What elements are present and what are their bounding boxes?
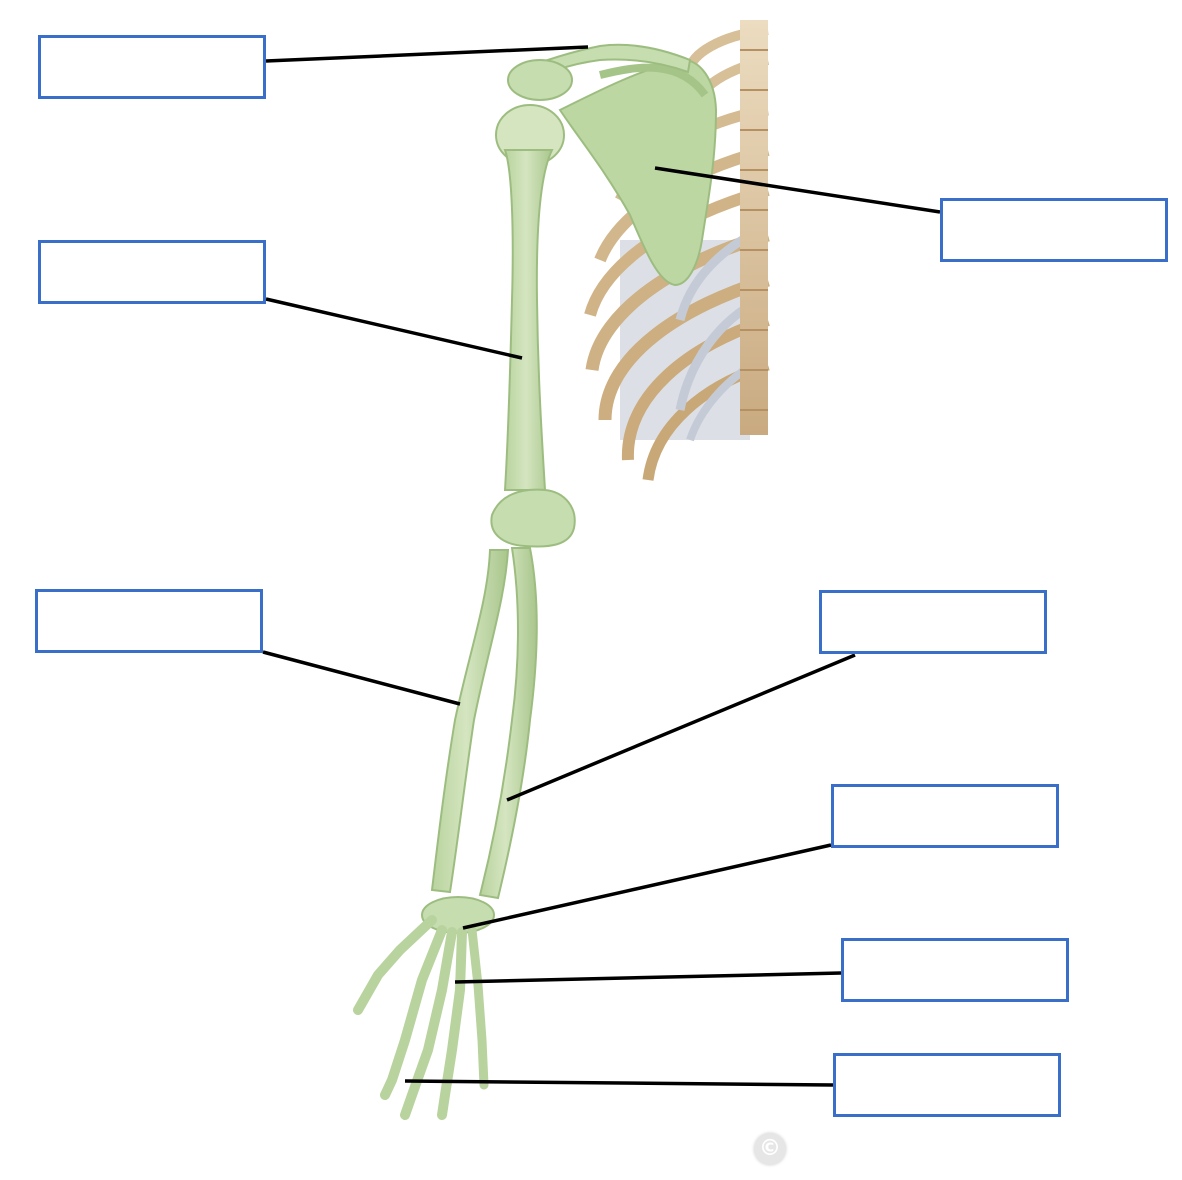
leader-line-clavicle bbox=[265, 45, 589, 63]
scapula-spine bbox=[599, 63, 709, 98]
acromion bbox=[507, 59, 573, 101]
radius-shape bbox=[430, 549, 510, 894]
leader-line-humerus bbox=[265, 297, 523, 360]
vertebrae-marks bbox=[740, 49, 768, 411]
leader-line-carpals bbox=[462, 843, 832, 930]
humerus-shape bbox=[503, 149, 554, 491]
label-box-scapula[interactable] bbox=[940, 198, 1168, 262]
label-box-clavicle[interactable] bbox=[38, 35, 266, 99]
leader-line-scapula bbox=[654, 166, 941, 214]
leader-line-phalanges bbox=[404, 1079, 834, 1087]
vertebral-column bbox=[740, 20, 768, 435]
finger-index bbox=[380, 925, 447, 1100]
finger-middle bbox=[400, 927, 457, 1120]
leader-line-radius bbox=[262, 650, 461, 706]
label-box-humerus[interactable] bbox=[38, 240, 266, 304]
rib-cage bbox=[584, 20, 770, 481]
clavicle-shape bbox=[513, 43, 692, 90]
finger-ring bbox=[437, 927, 467, 1120]
carpal-bones bbox=[421, 896, 495, 934]
leader-lines bbox=[262, 45, 941, 1087]
leader-line-ulna bbox=[506, 653, 856, 802]
rib bbox=[621, 314, 770, 461]
humerus-distal bbox=[490, 488, 576, 548]
rib bbox=[598, 273, 770, 421]
label-box-radius[interactable] bbox=[35, 589, 263, 653]
leader-line-metacarpals bbox=[454, 971, 842, 984]
label-box-carpals[interactable] bbox=[831, 784, 1059, 848]
thumb bbox=[353, 915, 437, 1015]
copyright-icon: © bbox=[754, 1133, 786, 1165]
hand-bones bbox=[353, 915, 489, 1120]
label-box-phalanges[interactable] bbox=[833, 1053, 1061, 1117]
finger-little bbox=[467, 925, 489, 1090]
label-box-metacarpals[interactable] bbox=[841, 938, 1069, 1002]
label-box-ulna[interactable] bbox=[819, 590, 1047, 654]
ulna-shape bbox=[478, 547, 538, 900]
